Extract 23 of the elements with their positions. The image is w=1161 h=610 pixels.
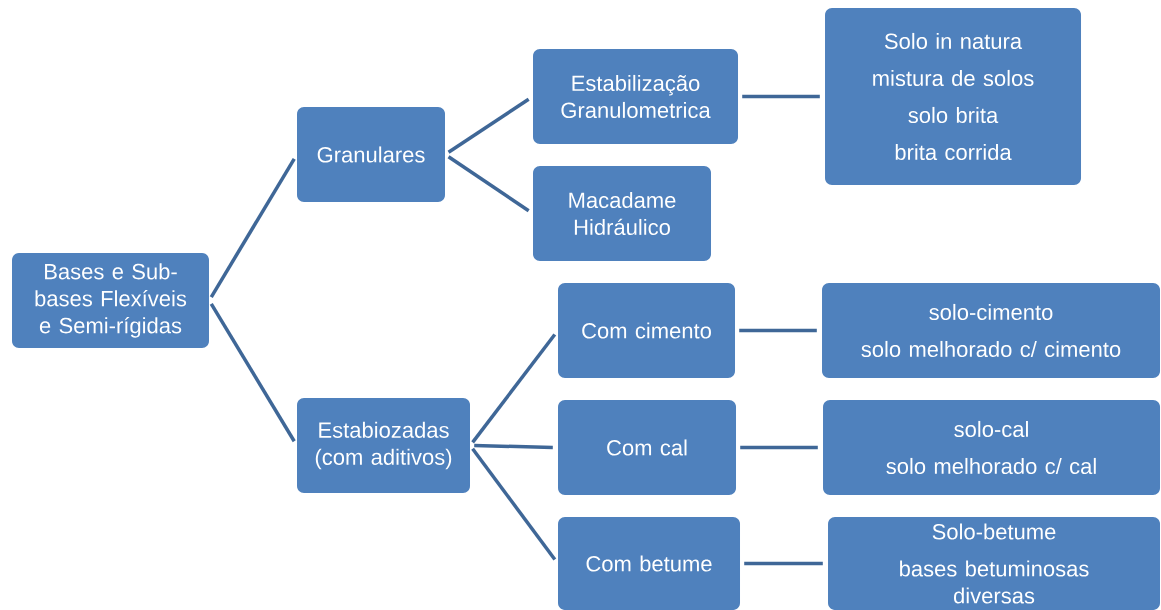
- connector-line: [739, 328, 817, 333]
- connector-line: [447, 155, 530, 213]
- category-box: Bases e Sub-bases Flexíveis e Semi-rígidas: [12, 253, 209, 348]
- category-box: Estabiozadas (com aditivos): [297, 398, 470, 493]
- connector-line: [742, 94, 820, 99]
- category-box: solo-cal solo melhorado c/ cal: [823, 400, 1160, 495]
- category-box: Com cal: [558, 400, 736, 495]
- category-box: Com cimento: [558, 283, 735, 378]
- category-box: Estabilização Granulometrica: [533, 49, 738, 144]
- connector-line: [744, 561, 823, 566]
- connector-line: [471, 447, 557, 561]
- connector-line: [209, 157, 296, 298]
- category-box: Solo in natura mistura de solos solo brita brita corrida: [825, 8, 1081, 185]
- connector-line: [471, 333, 557, 444]
- category-box: Com betume: [558, 517, 740, 610]
- category-box: solo-cimento solo melhorado c/ cimento: [822, 283, 1160, 378]
- connector-line: [447, 97, 530, 154]
- category-box: Solo-betume bases betuminosas diversas: [828, 517, 1160, 610]
- category-box: Macadame Hidráulico: [533, 166, 711, 261]
- connector-line: [740, 445, 818, 450]
- connector-line: [209, 303, 296, 443]
- category-box: Granulares: [297, 107, 445, 202]
- connector-line: [474, 443, 553, 450]
